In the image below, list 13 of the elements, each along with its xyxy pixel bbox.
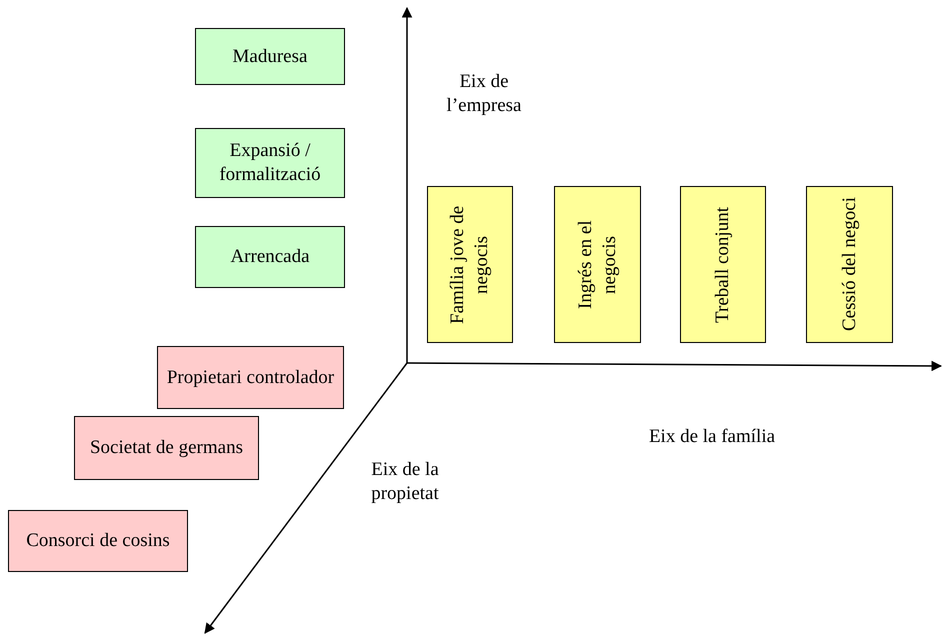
stage-box: Cessió del negoci — [806, 186, 893, 343]
stage-box: Treball conjunt — [680, 186, 766, 343]
stage-box: Maduresa — [195, 28, 345, 85]
axis-label: Eix de la família — [648, 425, 776, 449]
stage-box: Expansió / formalització — [195, 128, 345, 198]
stage-box: Ingrés en el negocis — [554, 186, 641, 343]
axis-label: Eix de l’empresa — [446, 70, 522, 118]
stage-box: Consorci de cosins — [8, 510, 188, 572]
stage-box: Propietari controlador — [157, 346, 344, 409]
stage-box: Arrencada — [195, 226, 345, 288]
stage-box: Societat de germans — [74, 416, 259, 480]
stage-box: Família jove de negocis — [427, 186, 513, 343]
axis-label: Eix de la propietat — [370, 458, 440, 506]
